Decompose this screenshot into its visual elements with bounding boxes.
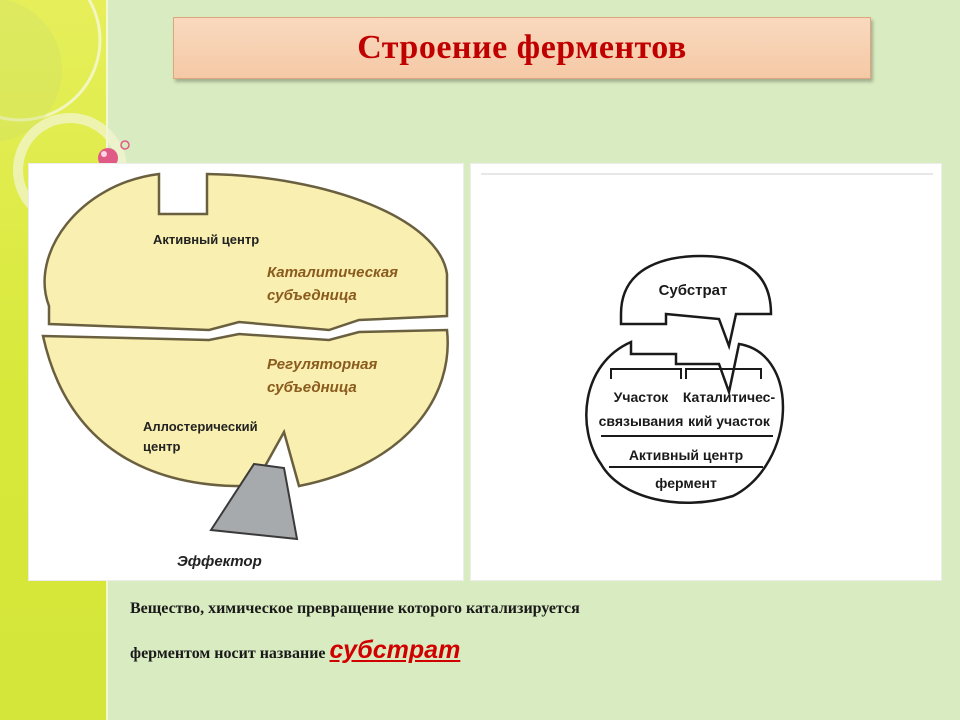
binding-site-bracket <box>610 368 682 379</box>
label-substrate: Субстрат <box>659 282 728 299</box>
definition-caption: Вещество, химическое превращение которог… <box>130 600 850 683</box>
allosteric-enzyme-panel: Активный центр Каталитическая субъедница… <box>28 163 464 581</box>
enzyme-substrate-diagram: Субстрат Участок связывания Каталитичес-… <box>481 173 933 504</box>
slide-title: Строение ферментов <box>357 29 687 66</box>
effector-shape <box>209 462 299 541</box>
label-binding-site-2: связывания <box>599 413 684 429</box>
substrate-highlight: субстрат <box>329 636 461 664</box>
label-enzyme: фермент <box>655 475 717 491</box>
label-catalytic-site-1: Каталитичес- <box>683 389 776 405</box>
title-banner: Строение ферментов <box>173 17 871 79</box>
enzyme-body-shape <box>585 340 785 504</box>
label-binding-site-1: Участок <box>614 389 670 405</box>
catalytic-site-bracket <box>685 368 762 379</box>
regulatory-subunit-shape <box>41 328 449 488</box>
label-active-center: Активный центр <box>629 447 743 463</box>
label-allosteric-center-2: центр <box>143 439 180 454</box>
allosteric-enzyme-diagram: Активный центр Каталитическая субъедница… <box>41 172 449 570</box>
label-allosteric-center-1: Аллостерический <box>143 419 258 434</box>
enzyme-substrate-panel: Субстрат Участок связывания Каталитичес-… <box>470 163 942 581</box>
label-catalytic-subunit-1: Каталитическая <box>267 264 398 281</box>
caption-line-1: Вещество, химическое превращение которог… <box>130 600 580 617</box>
label-effector: Эффектор <box>177 553 262 570</box>
catalytic-subunit-shape <box>43 172 449 332</box>
label-catalytic-site-2: кий участок <box>688 413 771 429</box>
substrate-shape <box>619 254 773 351</box>
label-active-center: Активный центр <box>153 232 259 247</box>
caption-line-2-text: ферментом носит название <box>130 645 326 662</box>
label-regulatory-subunit-1: Регуляторная <box>267 356 378 373</box>
label-regulatory-subunit-2: субъедница <box>267 379 357 396</box>
label-catalytic-subunit-2: субъедница <box>267 287 357 304</box>
